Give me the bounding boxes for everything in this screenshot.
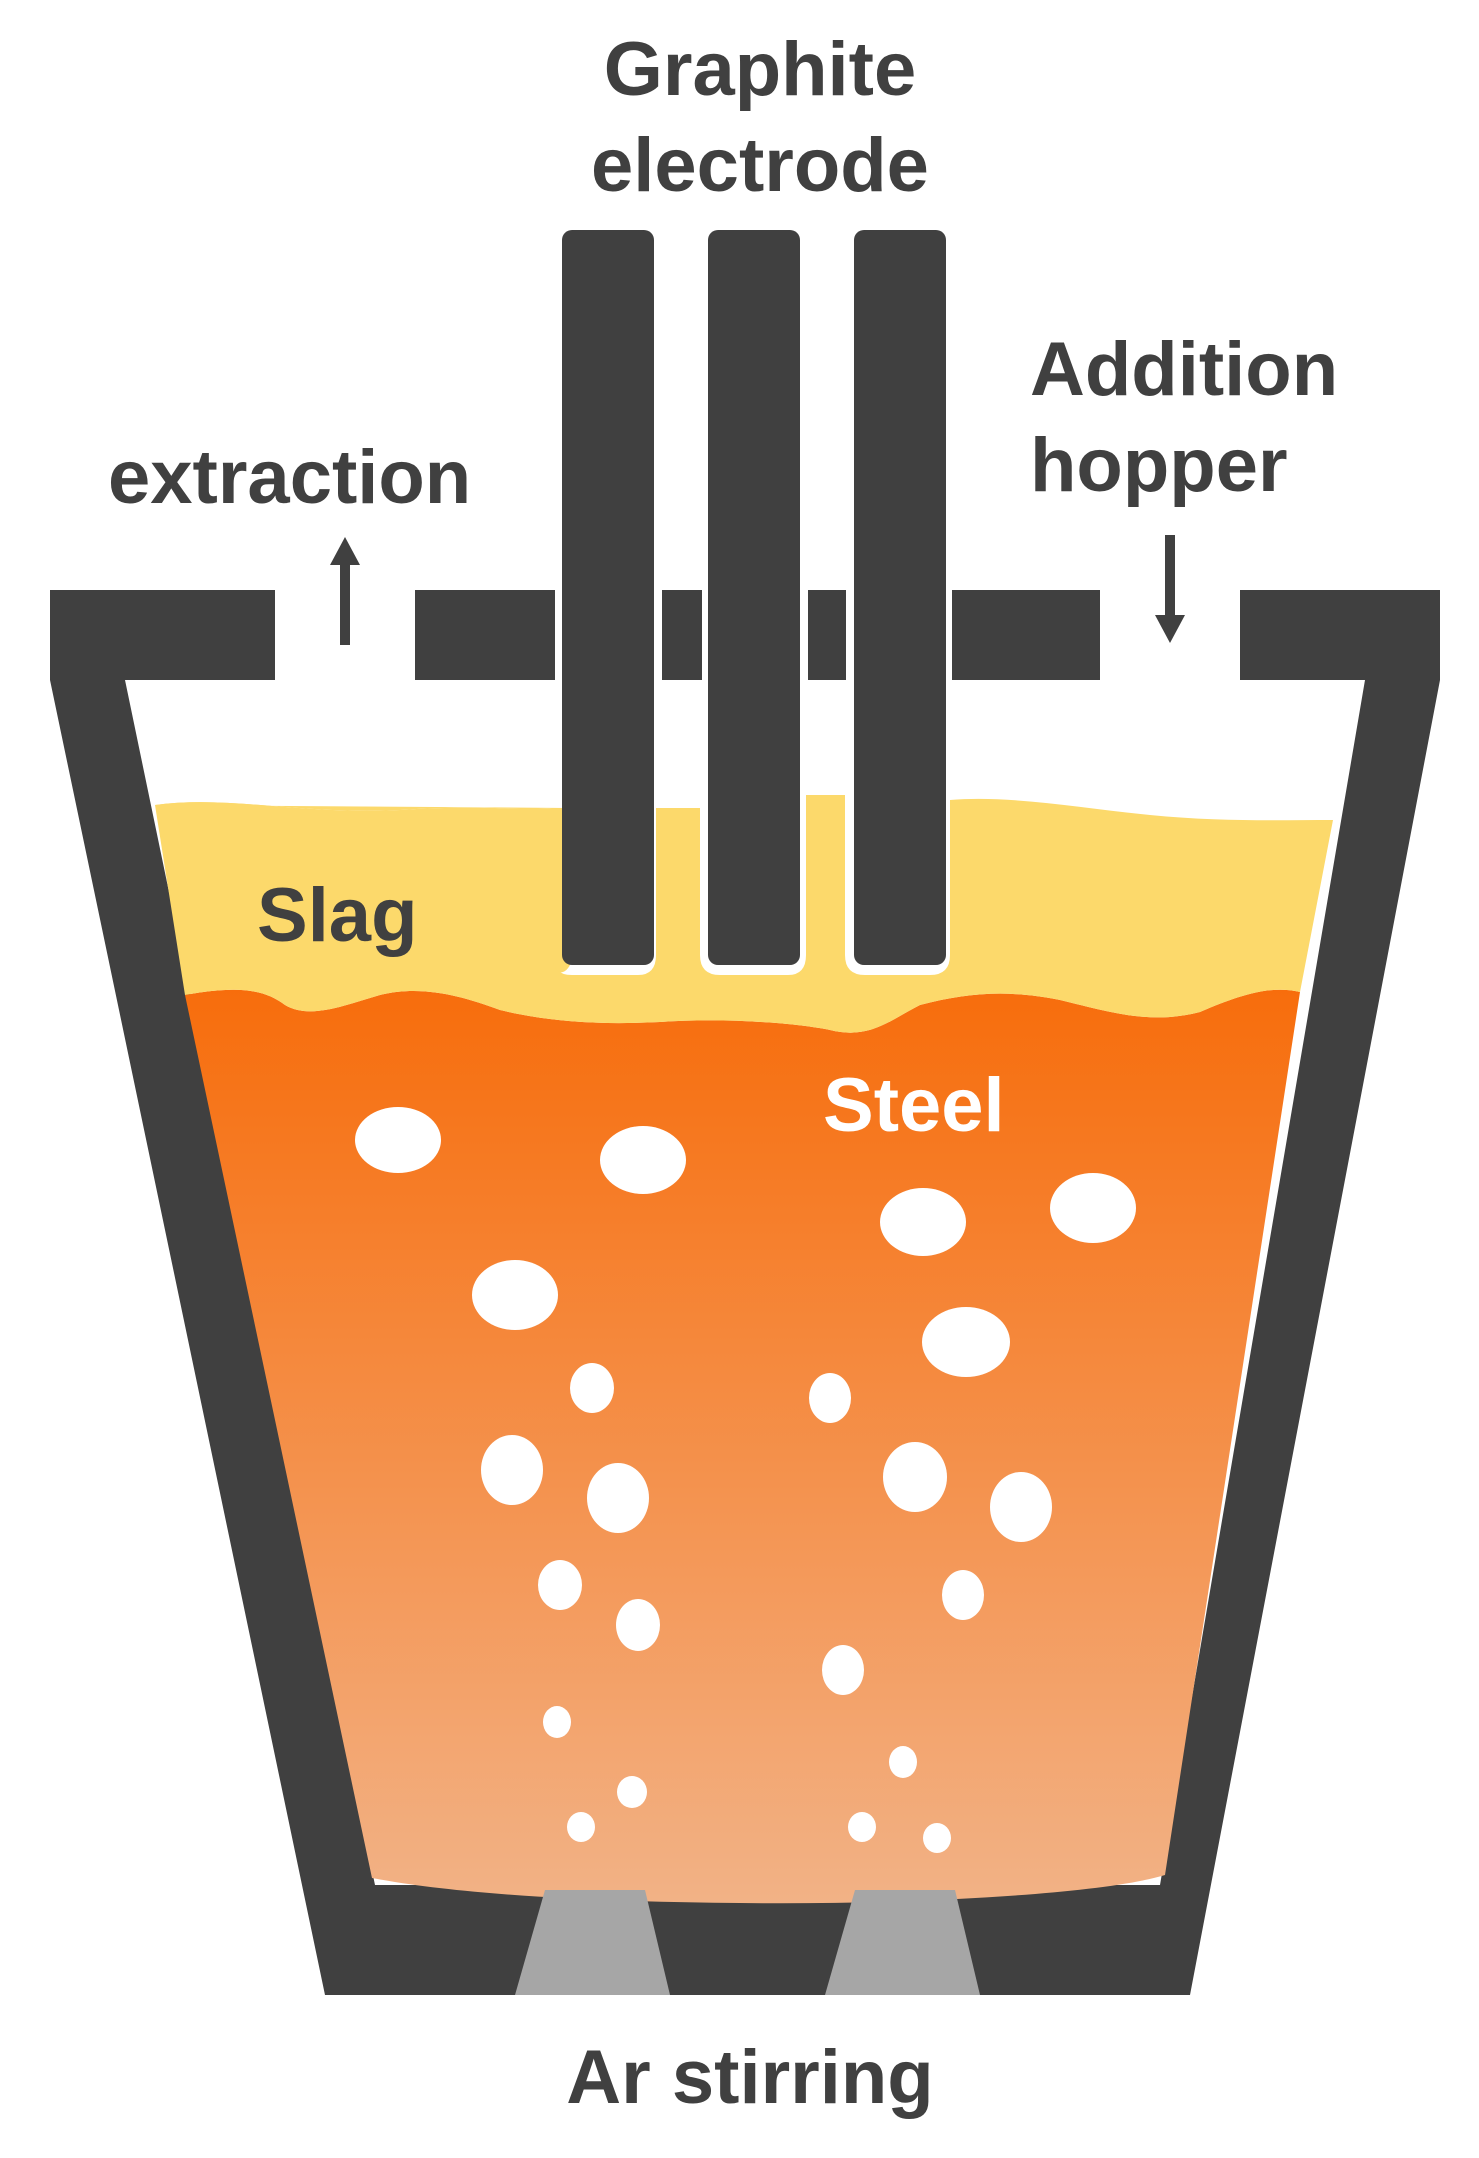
bubble (538, 1560, 582, 1610)
addition-hopper-label: Addition hopper (1030, 322, 1338, 514)
graphite-label-line2: electrode (591, 123, 929, 208)
graphite-electrode-2 (708, 230, 800, 965)
extraction-label: extraction (108, 435, 472, 520)
bubble (822, 1645, 864, 1695)
roof-segment (808, 590, 846, 680)
addition-label-line1: Addition (1030, 327, 1339, 412)
bubble (600, 1126, 686, 1194)
argon-plug-left (515, 1890, 670, 1995)
bubble (616, 1599, 660, 1651)
molten-steel (185, 989, 1300, 1904)
roof-segment (1240, 590, 1440, 680)
graphite-electrode-label: Graphite electrode (560, 22, 960, 214)
steel-label: Steel (823, 1063, 1005, 1148)
slag-layer-body (155, 795, 1333, 1033)
extraction-arrow-icon (330, 537, 360, 645)
graphite-electrode-1 (562, 230, 654, 965)
roof-segment (662, 590, 702, 680)
bubble (889, 1746, 917, 1778)
bubble (543, 1706, 571, 1738)
bubble (880, 1188, 966, 1256)
roof-segment (50, 590, 275, 680)
bubble (617, 1776, 647, 1808)
graphite-electrode-3 (854, 230, 946, 965)
addition-arrow-icon (1155, 535, 1185, 643)
addition-label-line2: hopper (1030, 423, 1288, 508)
bubble (1050, 1173, 1136, 1243)
bubble (923, 1823, 951, 1853)
bubble (809, 1373, 851, 1423)
graphite-label-line1: Graphite (603, 27, 917, 112)
argon-plug-right (825, 1890, 980, 1995)
slag-label: Slag (257, 873, 418, 958)
ar-stirring-label: Ar stirring (566, 2035, 934, 2120)
bubble (942, 1570, 984, 1620)
roof-segment (415, 590, 555, 680)
bubble (848, 1812, 876, 1842)
bubble (922, 1307, 1010, 1377)
argon-bubbles (355, 1107, 1136, 1853)
roof-segment (952, 590, 1100, 680)
bubble (883, 1442, 947, 1512)
bubble (990, 1472, 1052, 1542)
bubble (567, 1812, 595, 1842)
bubble (570, 1363, 614, 1413)
bubble (355, 1107, 441, 1173)
bubble (472, 1260, 558, 1330)
bubble (587, 1463, 649, 1533)
bubble (481, 1435, 543, 1505)
